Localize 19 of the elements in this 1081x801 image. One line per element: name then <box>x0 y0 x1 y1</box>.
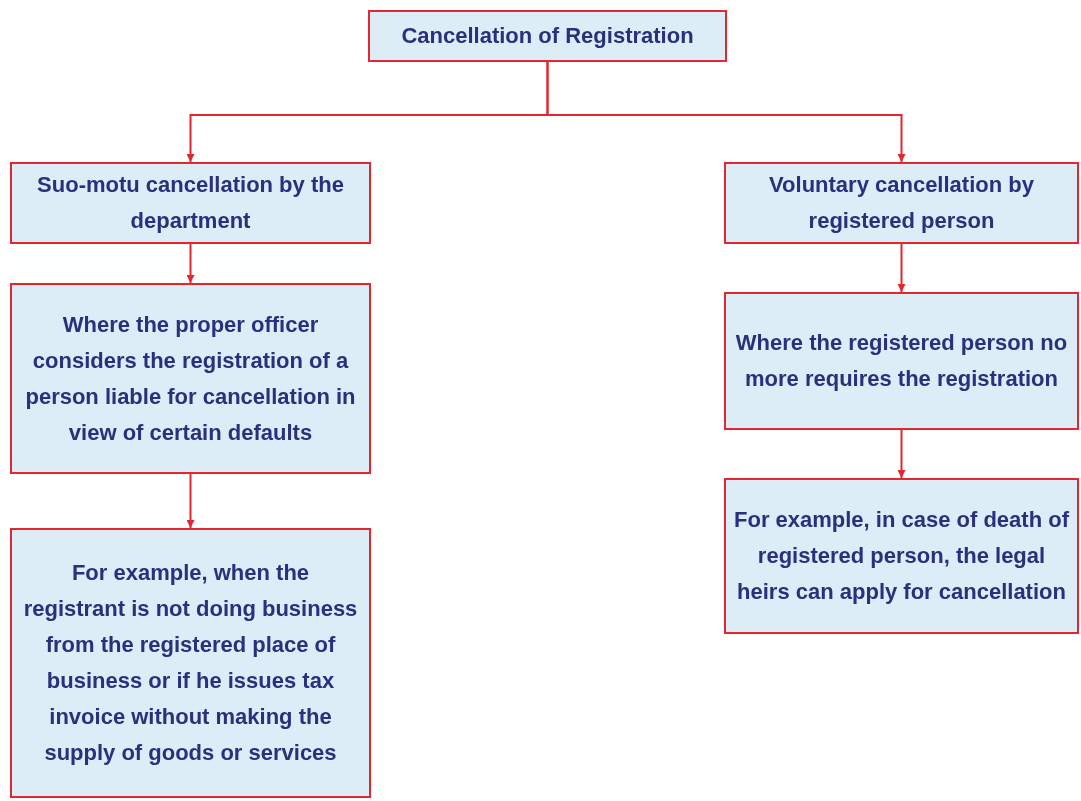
box-text: Cancellation of Registration <box>401 22 694 50</box>
arrow <box>546 61 906 163</box>
arrow <box>897 243 906 293</box>
box-text: Where the registered person no more requires the registration <box>734 329 1069 393</box>
process-box <box>10 162 371 244</box>
process-box <box>10 283 371 474</box>
box-text: For example, when the registrant is not doing business from the registered place of business or if he issues tax invoice without making the supply of goods or services <box>22 559 359 767</box>
process-box <box>368 10 727 62</box>
arrow <box>186 473 195 529</box>
arrow <box>897 429 906 479</box>
process-box <box>724 162 1079 244</box>
arrow <box>186 243 195 284</box>
process-box <box>724 292 1079 430</box>
process-box <box>724 478 1079 634</box>
box-text: For example, in case of death of registered person, the legal heirs can apply for cancellation <box>734 506 1069 606</box>
box-text: Voluntary cancellation by registered person <box>768 171 1035 235</box>
process-box <box>10 528 371 798</box>
box-text: Suo-motu cancellation by the department <box>36 171 345 235</box>
box-text: Where the proper officer considers the registration of a person liable for cancellation in view of certain defaults <box>24 310 357 447</box>
